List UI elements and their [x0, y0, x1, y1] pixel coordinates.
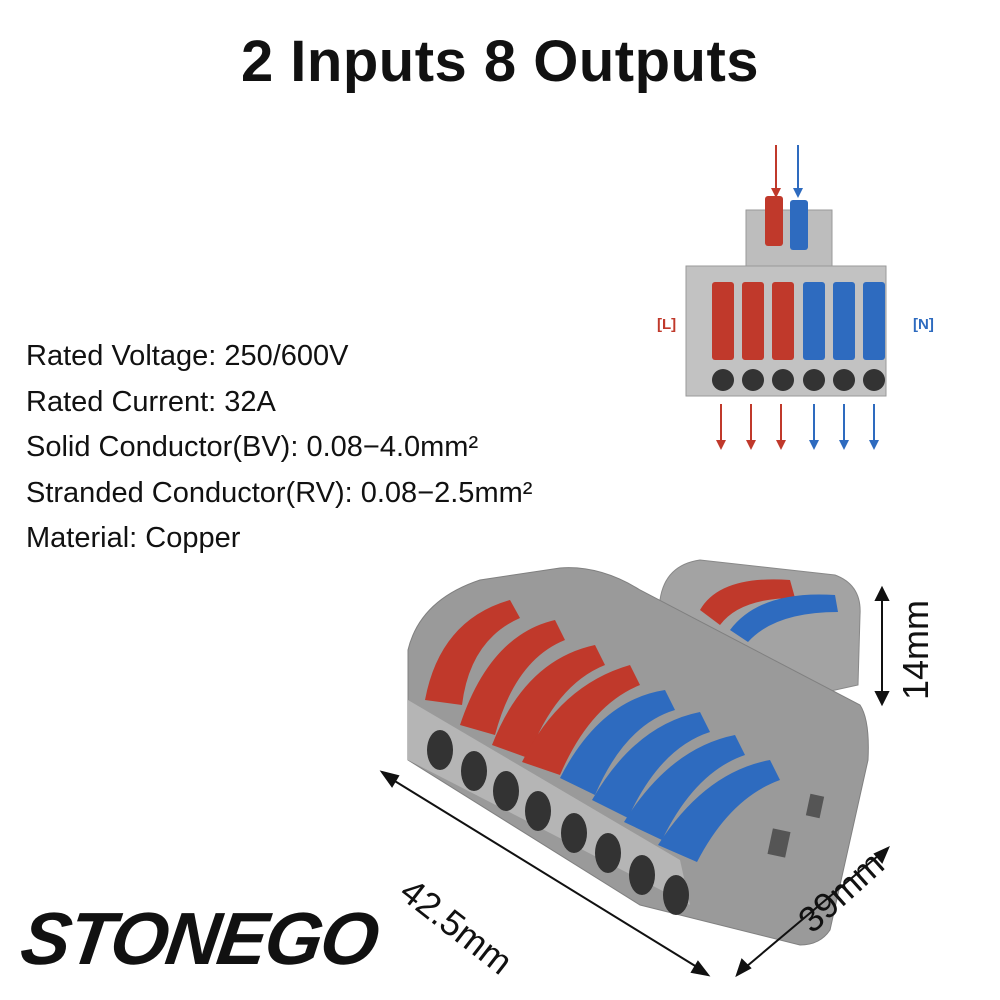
- spec-material: Material: Copper: [26, 522, 241, 554]
- input-arrows: [771, 145, 803, 198]
- output-holes: [712, 369, 885, 391]
- brand-logo: STONEGO: [16, 896, 383, 981]
- output-arrows: [716, 404, 879, 450]
- spec-voltage: Rated Voltage: 250/600V: [26, 340, 349, 372]
- spec-stranded-conductor: Stranded Conductor(RV): 0.08−2.5mm²: [26, 476, 533, 509]
- input-lever-l: [765, 196, 783, 246]
- input-lever-n: [790, 200, 808, 250]
- spec-list: Rated Voltage: 250/600V Rated Current: 3…: [26, 334, 532, 562]
- label-neutral: [N]: [913, 316, 934, 333]
- brand-logo-text: STONEGO: [16, 897, 383, 980]
- spec-current: Rated Current: 32A: [26, 385, 276, 418]
- product-photo: [407, 559, 869, 946]
- label-line: [L]: [657, 316, 677, 333]
- dimension-arrows: [379, 585, 890, 978]
- page-title: 2 Inputs 8 Outputs: [240, 29, 760, 94]
- input-block: [745, 209, 833, 271]
- spec-solid-conductor: Solid Conductor(BV): 0.08−4.0mm²: [26, 431, 479, 463]
- dimension-height: 14mm: [895, 599, 936, 700]
- output-levers: [712, 282, 885, 360]
